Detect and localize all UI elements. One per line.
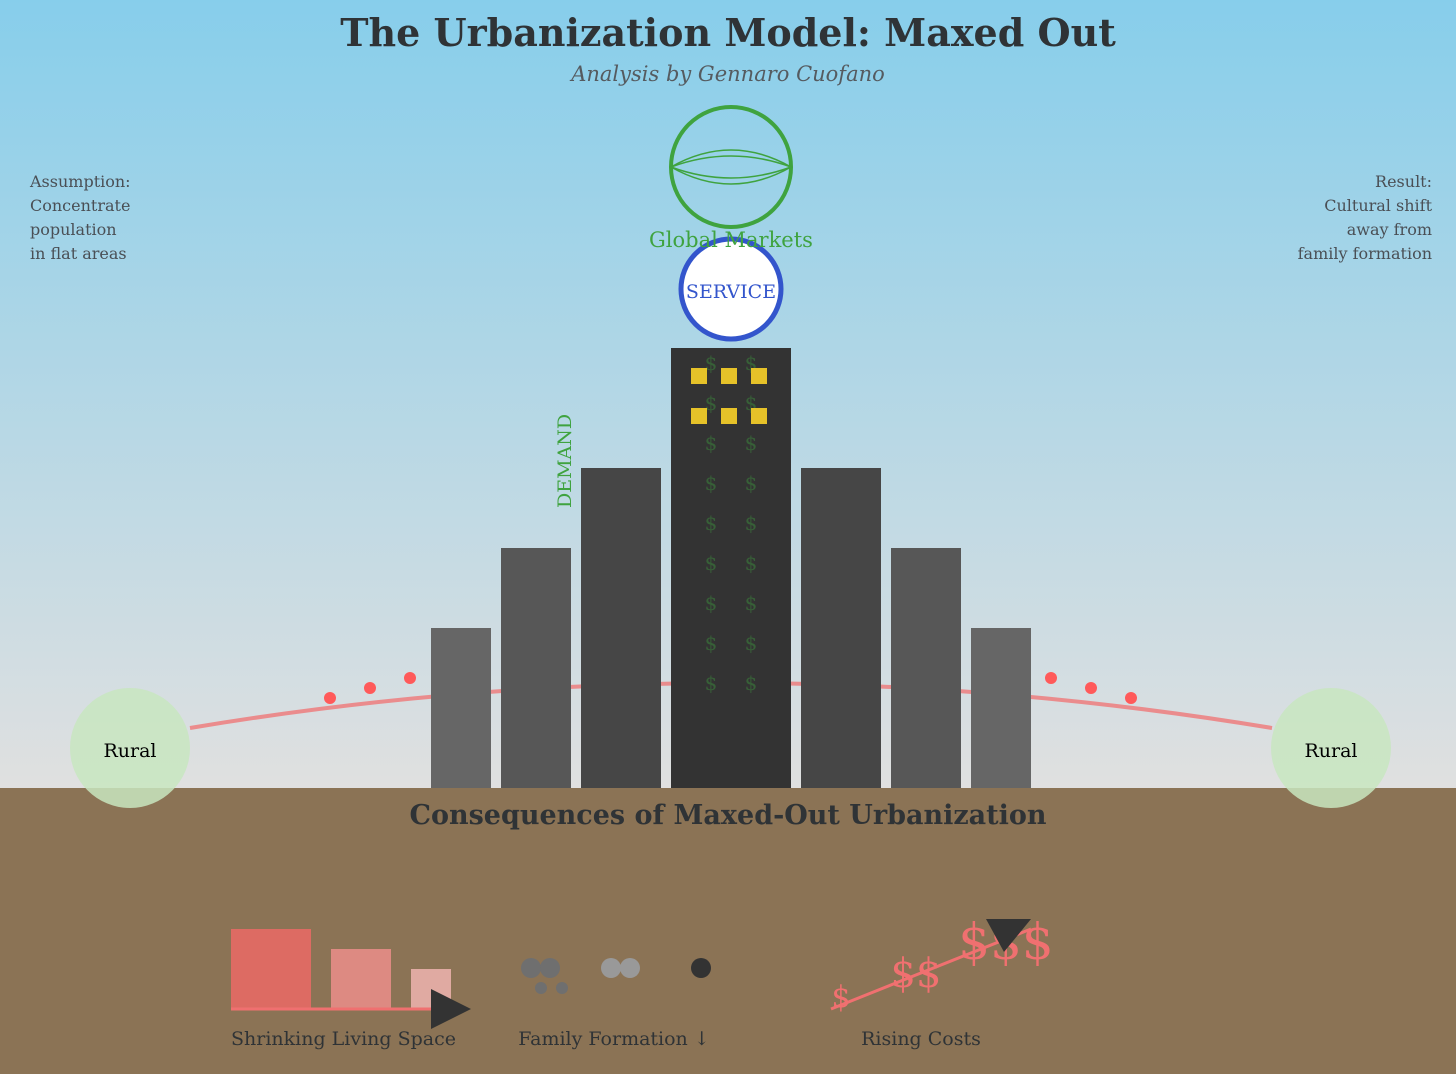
dollar-sign: $ — [745, 671, 758, 695]
shrinking-living-space-icon — [231, 929, 471, 1029]
assumption-line: Assumption: — [30, 172, 131, 191]
rural-circle-right — [1271, 688, 1391, 808]
result-line: away from — [1346, 220, 1432, 239]
dollar-sign: $ — [705, 671, 718, 695]
page-title: The Urbanization Model: Maxed Out — [340, 10, 1116, 55]
flow-dot — [1125, 692, 1137, 704]
rural-label-right: Rural — [1304, 740, 1357, 762]
shrink-arrow-head — [431, 989, 471, 1029]
dollar-sign: $ — [745, 551, 758, 575]
service-label: SERVICE — [686, 281, 776, 303]
result-line: Result: — [1375, 172, 1432, 191]
flow-dot — [404, 672, 416, 684]
global-markets-label: Global Markets — [649, 228, 813, 252]
rural-label-left: Rural — [103, 740, 156, 762]
living-space-medium — [331, 949, 391, 1009]
window — [721, 408, 737, 424]
assumption-line: in flat areas — [30, 244, 127, 263]
dollar-sign: $ — [705, 391, 718, 415]
page-subtitle: Analysis by Gennaro Cuofano — [571, 62, 885, 86]
assumption-line: population — [30, 220, 117, 239]
building-mid-left — [501, 548, 571, 788]
demand-label: DEMAND — [554, 414, 576, 508]
dollar-sign: $ — [745, 511, 758, 535]
flow-dot — [1045, 672, 1057, 684]
window — [691, 368, 707, 384]
dollar-sign: $ — [705, 351, 718, 375]
dollar-sign: $ — [745, 471, 758, 495]
rural-circle-left — [70, 688, 190, 808]
building-outer-right — [971, 628, 1031, 788]
consequences-title: Consequences of Maxed-Out Urbanization — [409, 800, 1047, 831]
dollar-sign: $ — [705, 551, 718, 575]
rising-costs-icon: $ $$ $$$ — [830, 913, 1054, 1015]
caption-living-space: Shrinking Living Space — [231, 1028, 457, 1050]
single-person — [691, 958, 711, 978]
assumption-line: Concentrate — [30, 196, 131, 215]
dollar-sign: $ — [745, 631, 758, 655]
caption-rising-costs: Rising Costs — [861, 1028, 981, 1050]
couple-member — [601, 958, 621, 978]
dollar-flow: $$$$$$$$$$$$$$$$$$$$ — [705, 311, 758, 695]
flow-dot — [364, 682, 376, 694]
assumption-note: Assumption: Concentrate population in fl… — [30, 170, 131, 266]
flow-dots — [324, 672, 1137, 704]
window — [751, 408, 767, 424]
result-note: Result: Cultural shift away from family … — [1298, 170, 1432, 266]
result-line: family formation — [1297, 244, 1432, 263]
flow-dot — [1085, 682, 1097, 694]
window — [691, 408, 707, 424]
cost-trend-line — [830, 927, 1032, 1011]
dollar-sign: $ — [705, 471, 718, 495]
cost-label-mid: $$ — [891, 951, 942, 997]
building-mid-right — [891, 548, 961, 788]
caption-family-formation: Family Formation ↓ — [518, 1028, 710, 1050]
family-adult — [540, 958, 560, 978]
building-inner-right — [801, 468, 881, 788]
dollar-sign: $ — [745, 591, 758, 615]
family-child — [535, 982, 547, 994]
dollar-sign: $ — [745, 431, 758, 455]
dollar-sign: $ — [705, 511, 718, 535]
building-inner-left — [581, 468, 661, 788]
building-outer-left — [431, 628, 491, 788]
family-child — [556, 982, 568, 994]
window — [721, 368, 737, 384]
tower-windows — [691, 368, 767, 424]
globe-icon — [669, 105, 793, 229]
service-circle — [678, 236, 784, 342]
dollar-sign: $ — [705, 431, 718, 455]
family-formation-icon — [521, 958, 711, 994]
cost-label-low: $ — [831, 980, 850, 1015]
couple-member — [620, 958, 640, 978]
window — [751, 368, 767, 384]
result-line: Cultural shift — [1324, 196, 1432, 215]
living-space-large — [231, 929, 311, 1009]
dollar-sign: $ — [705, 591, 718, 615]
cost-arrow-head — [986, 919, 1031, 952]
dollar-sign: $ — [705, 631, 718, 655]
flow-dot — [324, 692, 336, 704]
family-adult — [521, 958, 541, 978]
